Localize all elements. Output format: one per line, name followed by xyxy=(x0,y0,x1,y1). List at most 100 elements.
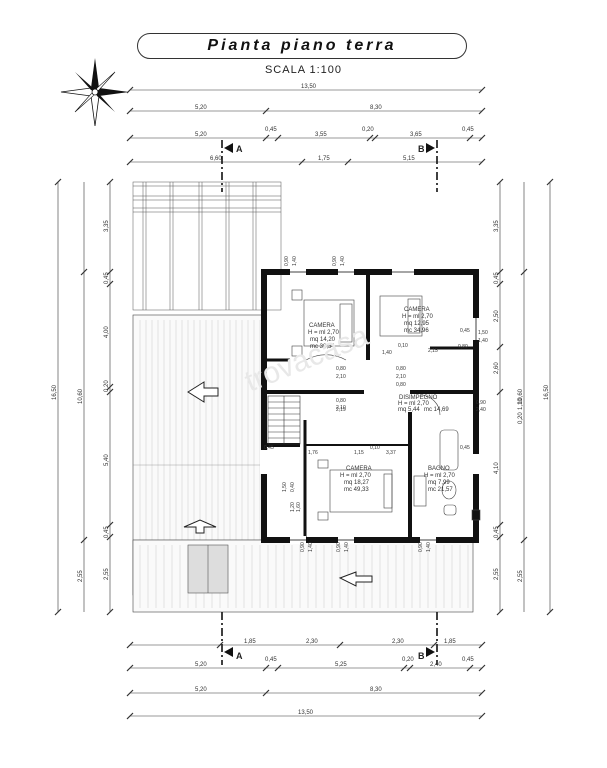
dim-left-inner: 5,40 xyxy=(104,454,110,466)
dim-left-inner: 4,00 xyxy=(104,326,110,338)
dim-bottom-r2: 5,25 xyxy=(335,662,347,668)
svg-text:0,45: 0,45 xyxy=(460,328,470,334)
dim-top-r3-f: 0,45 xyxy=(462,127,474,133)
svg-text:1,40: 1,40 xyxy=(426,542,432,552)
room-area: mq 7,99 xyxy=(428,480,450,486)
room-area: mq 12,95 xyxy=(404,321,430,327)
dim-right-inner: 1,10 xyxy=(518,398,524,410)
dim-bottom-r2: 5,20 xyxy=(195,662,207,668)
svg-text:2,15: 2,15 xyxy=(428,348,438,354)
dim-top-total: 13,50 xyxy=(301,84,317,90)
dim-right-inner: 4,10 xyxy=(494,462,500,474)
room-camera-3: CAMERA H = ml 2,70 mq 18,27 mc 49,33 xyxy=(340,466,372,493)
dim-left-inner: 0,20 xyxy=(104,380,110,392)
room-volume: mc 38,34 xyxy=(310,344,335,350)
svg-text:1,60: 1,60 xyxy=(296,502,302,512)
dim-top-r3-c: 3,55 xyxy=(315,132,327,138)
dim-right-outer: 16,50 xyxy=(544,384,550,400)
svg-text:2,10: 2,10 xyxy=(336,405,346,411)
svg-text:3,37: 3,37 xyxy=(386,450,396,456)
dim-top-r2-b: 8,30 xyxy=(370,105,382,111)
scale-label: SCALA 1:100 xyxy=(264,64,343,76)
svg-text:1,40: 1,40 xyxy=(478,338,488,344)
dim-right-inner: 0,45 xyxy=(494,272,500,284)
dim-right-inner: 2,50 xyxy=(494,310,500,322)
dim-top-r3-b: 0,45 xyxy=(265,127,277,133)
room-height: H = ml 2,70 xyxy=(424,473,456,479)
room-name: DISIMPEGNO xyxy=(399,395,438,401)
dim-left-inner: 2,55 xyxy=(104,568,110,580)
svg-text:1,40: 1,40 xyxy=(308,542,314,552)
dim-right-inner: 0,20 xyxy=(518,412,524,424)
svg-text:2,40: 2,40 xyxy=(476,407,486,413)
dim-right-inner: 2,55 xyxy=(494,568,500,580)
room-name: CAMERA xyxy=(346,466,372,472)
svg-text:0,90: 0,90 xyxy=(418,542,424,552)
furniture xyxy=(291,289,481,521)
dim-right-far: 2,55 xyxy=(518,570,524,582)
dim-top-r2-a: 5,20 xyxy=(195,105,207,111)
room-height: H = ml 2,70 xyxy=(308,330,340,336)
dim-left-outer: 16,50 xyxy=(52,384,58,400)
svg-text:0,45: 0,45 xyxy=(460,445,470,451)
svg-text:1,40: 1,40 xyxy=(292,256,298,266)
svg-text:0,90: 0,90 xyxy=(284,256,290,266)
dim-top-r4-c: 5,15 xyxy=(403,156,415,162)
house-walls xyxy=(261,269,479,543)
section-mark-b-top xyxy=(426,140,438,192)
compass-rose-icon xyxy=(60,58,129,127)
room-volume: mc 34,96 xyxy=(404,328,429,334)
svg-text:0,80: 0,80 xyxy=(458,344,468,350)
room-camera-2: CAMERA H = ml 2,70 mq 12,95 mc 34,96 xyxy=(402,307,434,334)
svg-text:1,40: 1,40 xyxy=(340,256,346,266)
dim-top-r3-a: 5,20 xyxy=(195,132,207,138)
room-name: BAGNO xyxy=(428,466,450,472)
svg-text:0,10: 0,10 xyxy=(398,343,408,349)
staircase xyxy=(267,395,301,445)
slope-arrow-icon xyxy=(187,381,219,403)
svg-text:0,90: 0,90 xyxy=(300,542,306,552)
svg-text:0,90: 0,90 xyxy=(332,256,338,266)
dim-left-inner: 3,35 xyxy=(104,220,110,232)
svg-text:1,40: 1,40 xyxy=(344,542,350,552)
room-name: CAMERA xyxy=(309,323,335,329)
dim-left-far: 2,55 xyxy=(78,570,84,582)
svg-text:2,10: 2,10 xyxy=(396,374,406,380)
room-bagno: BAGNO H = ml 2,70 mq 7,99 mc 21,57 xyxy=(424,466,456,493)
bottom-terrace xyxy=(132,539,474,613)
svg-text:0,40: 0,40 xyxy=(290,482,296,492)
dim-right-mid: 10,60 xyxy=(518,388,524,404)
dim-left-mid: 10,60 xyxy=(78,388,84,404)
title-frame: Pianta piano terra xyxy=(137,33,467,59)
svg-text:1,50: 1,50 xyxy=(478,330,488,336)
room-volume: mc 49,33 xyxy=(344,487,369,493)
svg-text:0,80: 0,80 xyxy=(336,398,346,404)
dim-bottom-r3: 5,20 xyxy=(195,687,207,693)
plan-title: Pianta piano terra xyxy=(207,37,397,54)
svg-text:1,76: 1,76 xyxy=(308,450,318,456)
dim-left-inner: 0,45 xyxy=(104,272,110,284)
svg-text:0,80: 0,80 xyxy=(336,366,346,372)
slope-arrow-icon xyxy=(183,519,217,534)
section-mark-b-bottom xyxy=(426,612,438,665)
svg-text:0,90: 0,90 xyxy=(336,542,342,552)
window-glazing xyxy=(290,271,477,541)
svg-text:2,19: 2,19 xyxy=(336,407,346,413)
dim-top-r3-e: 3,65 xyxy=(410,132,422,138)
room-height: H = ml 2,70 xyxy=(398,401,430,407)
dim-bottom-r2: 0,45 xyxy=(462,657,474,663)
dim-right-inner: 3,35 xyxy=(494,220,500,232)
right-dimensions xyxy=(496,178,554,616)
room-area: mq 14,20 xyxy=(310,337,336,343)
svg-text:1,20: 1,20 xyxy=(290,502,296,512)
dim-bottom-r1: 1,85 xyxy=(244,639,256,645)
dim-bottom-r2: 2,40 xyxy=(430,662,442,668)
room-height: H = ml 2,70 xyxy=(402,314,434,320)
bottom-dimensions xyxy=(126,641,486,720)
section-label-b-bottom: B xyxy=(418,651,425,661)
dim-right-inner: 0,45 xyxy=(494,526,500,538)
room-volume: mc 21,57 xyxy=(428,487,453,493)
dim-left-inner: 0,45 xyxy=(104,526,110,538)
dim-top-r3-d: 0,20 xyxy=(362,127,374,133)
